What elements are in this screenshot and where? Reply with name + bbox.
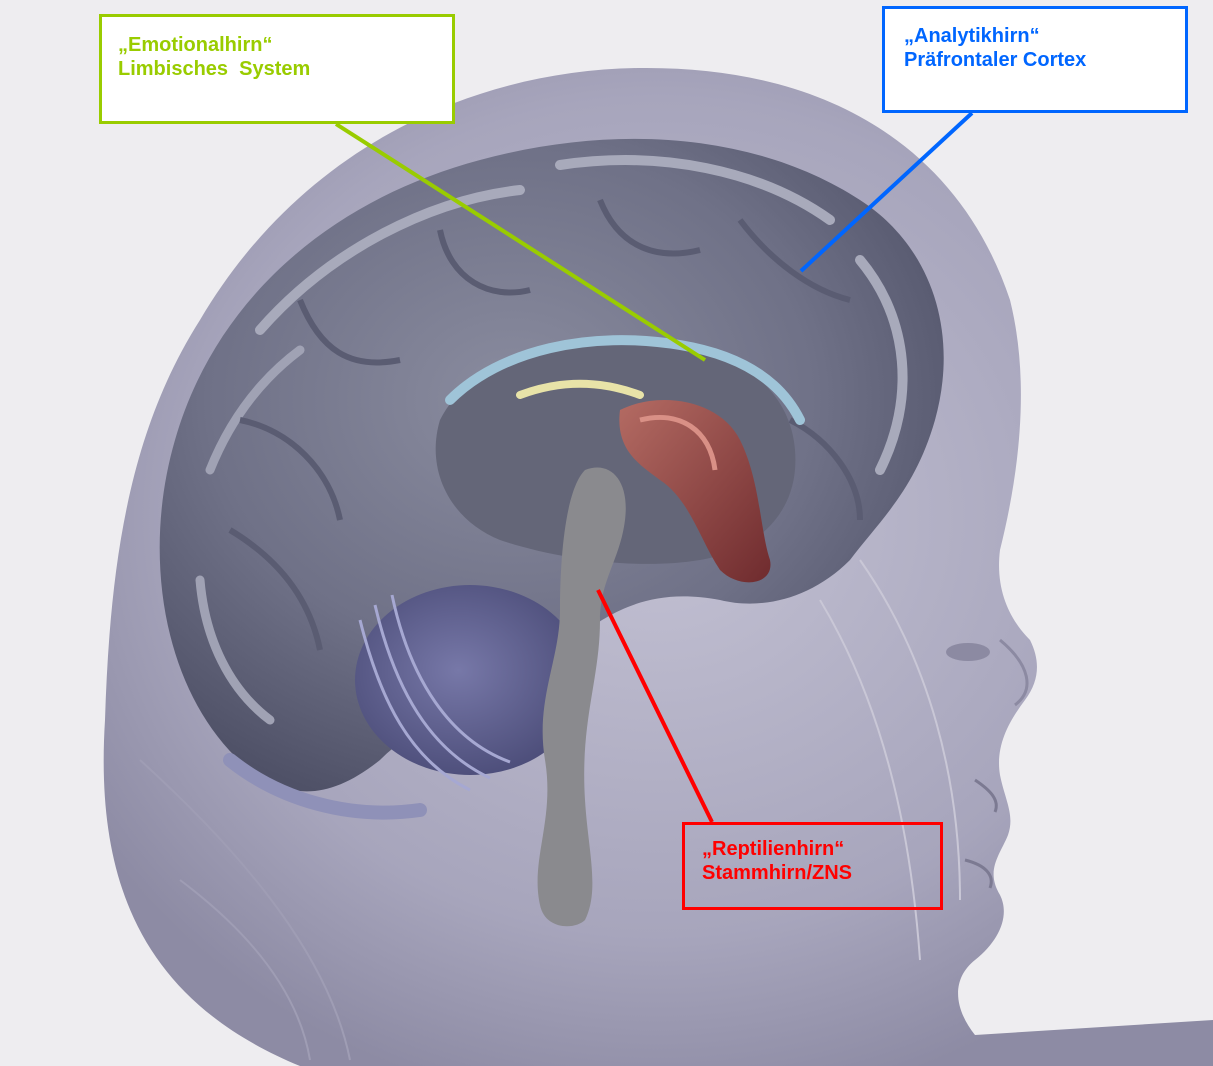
reptile-brain-subtitle: Stammhirn/ZNS xyxy=(702,861,940,885)
reptile-brain-title: „Reptilienhirn“ xyxy=(702,837,940,861)
emotional-brain-label: „Emotionalhirn“ Limbisches System xyxy=(99,14,455,124)
analytic-brain-title: „Analytikhirn“ xyxy=(904,24,1185,48)
analytic-brain-subtitle: Präfrontaler Cortex xyxy=(904,48,1185,72)
reptile-brain-label: „Reptilienhirn“ Stammhirn/ZNS xyxy=(682,822,943,910)
emotional-brain-subtitle: Limbisches System xyxy=(118,57,452,81)
emotional-brain-title: „Emotionalhirn“ xyxy=(118,33,452,57)
analytic-brain-label: „Analytikhirn“ Präfrontaler Cortex xyxy=(882,6,1188,113)
